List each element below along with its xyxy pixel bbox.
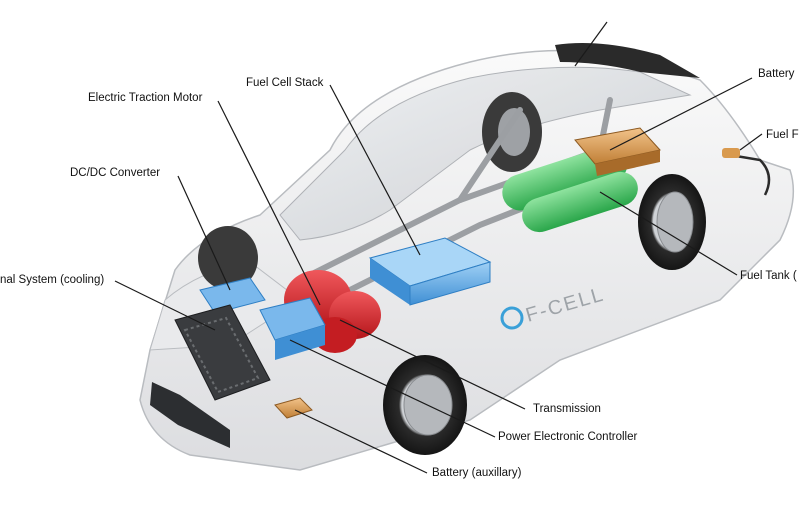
power-electronics <box>199 277 326 360</box>
fuel-cell-stack <box>368 237 492 306</box>
front-wheel <box>383 355 467 455</box>
front-grille <box>150 382 230 448</box>
label-fuel-cell-stack: Fuel Cell Stack <box>246 77 324 89</box>
label-fuel-tank: Fuel Tank ( <box>740 270 797 282</box>
label-dcdc-converter: DC/DC Converter <box>70 167 161 179</box>
leader-lines <box>114 21 763 474</box>
label-power-electronic-controller: Power Electronic Controller <box>498 431 638 443</box>
label-battery-auxillary: Battery (auxillary) <box>432 467 522 479</box>
label-thermal-system: nal System (cooling) <box>0 274 105 286</box>
radiator-cooling <box>174 304 271 401</box>
label-fuel-filler: Fuel F <box>766 129 799 141</box>
rear-wheel-far <box>482 92 542 172</box>
label-battery: Battery <box>758 68 795 80</box>
rear-wheel <box>638 174 706 270</box>
label-transmission: Transmission <box>533 403 601 415</box>
front-wheel-far <box>198 226 258 290</box>
fuel-filler-nozzle <box>722 148 771 196</box>
auxiliary-battery <box>274 397 313 419</box>
label-electric-traction-motor: Electric Traction Motor <box>88 92 203 104</box>
